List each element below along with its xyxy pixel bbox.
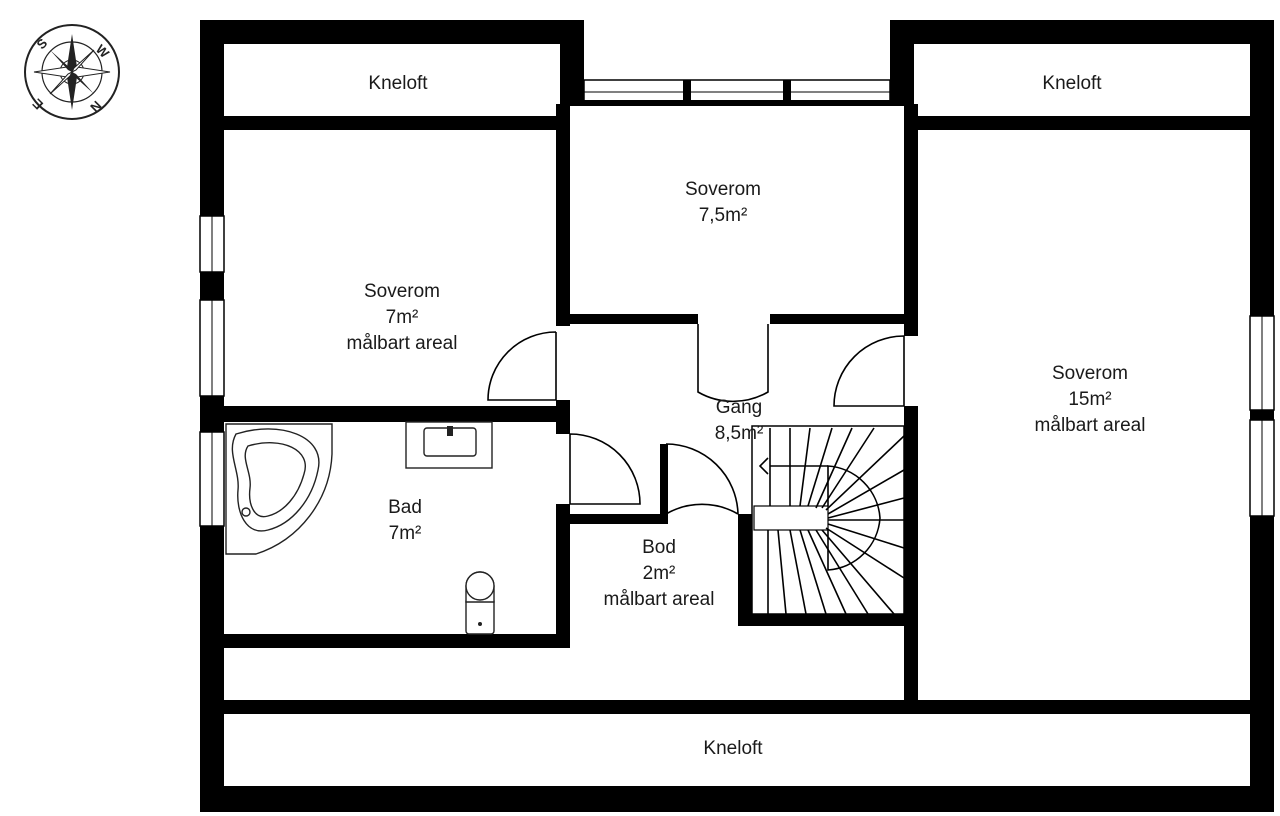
room-label-bod: Bod xyxy=(642,537,676,558)
room-label-gang: Gang xyxy=(716,397,762,418)
room-area-soverom-center: 7,5m² xyxy=(699,205,748,226)
exterior-walls xyxy=(200,20,1274,812)
bathtub-icon xyxy=(225,423,333,555)
room-note-bod: målbart areal xyxy=(604,589,715,610)
room-area-soverom-right: 15m² xyxy=(1068,389,1111,410)
top-window xyxy=(560,79,914,106)
room-label-kneloft-left: Kneloft xyxy=(368,73,428,94)
room-label-soverom-left: Soverom xyxy=(364,281,440,302)
room-label-soverom-center: Soverom xyxy=(685,179,761,200)
staircase-icon xyxy=(751,425,905,615)
interior-walls xyxy=(224,104,1250,714)
room-label-kneloft-bottom: Kneloft xyxy=(703,738,763,759)
toilet-icon xyxy=(465,571,495,635)
room-area-bod: 2m² xyxy=(643,563,676,584)
side-windows xyxy=(199,215,1275,527)
sink-icon xyxy=(405,421,493,469)
room-label-soverom-right: Soverom xyxy=(1052,363,1128,384)
room-area-soverom-left: 7m² xyxy=(386,307,419,328)
doors xyxy=(487,324,905,516)
room-area-gang: 8,5m² xyxy=(715,423,764,444)
room-label-kneloft-right: Kneloft xyxy=(1042,73,1102,94)
compass-rose-icon: S W E N xyxy=(24,24,120,120)
room-area-bad: 7m² xyxy=(389,523,422,544)
room-label-bad: Bad xyxy=(388,497,422,518)
room-note-soverom-left: målbart areal xyxy=(347,333,458,354)
room-note-soverom-right: målbart areal xyxy=(1035,415,1146,436)
